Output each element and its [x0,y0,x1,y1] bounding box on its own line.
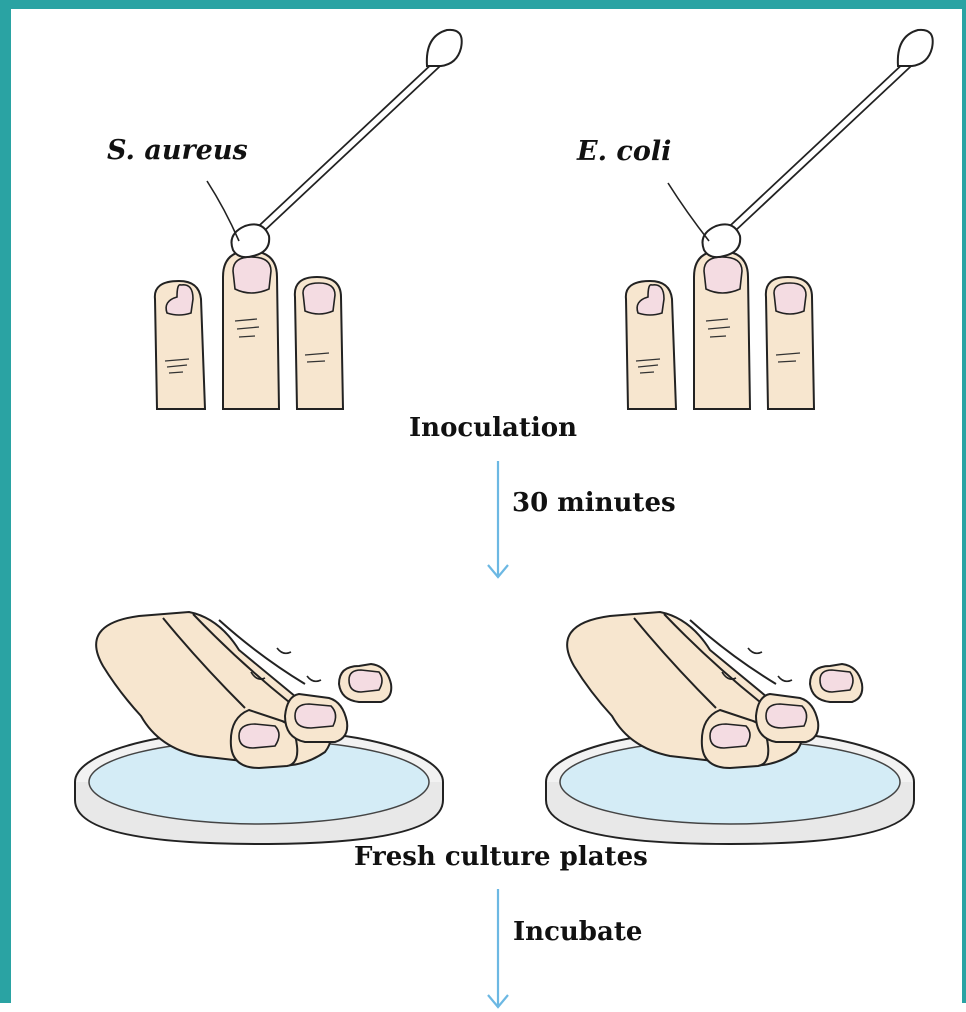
cotton-swab-icon [232,30,462,257]
s-aureus-leader-line [207,181,239,241]
cotton-swab-icon [703,30,933,257]
fingers-icon [626,251,814,409]
time-label: 30 minutes [512,488,676,518]
petri-dish-icon [75,612,443,844]
down-arrow-icon [488,461,508,577]
incubate-label: Incubate [513,917,642,947]
down-arrow-icon [488,889,508,1007]
s-aureus-label: S. aureus [107,135,248,166]
e-coli-leader-line [668,183,709,241]
inoculation-label: Inoculation [409,413,577,443]
e-coli-label: E. coli [577,136,671,167]
fingers-icon [155,251,343,409]
fresh-plates-label: Fresh culture plates [354,842,648,872]
petri-dish-icon [546,612,914,844]
